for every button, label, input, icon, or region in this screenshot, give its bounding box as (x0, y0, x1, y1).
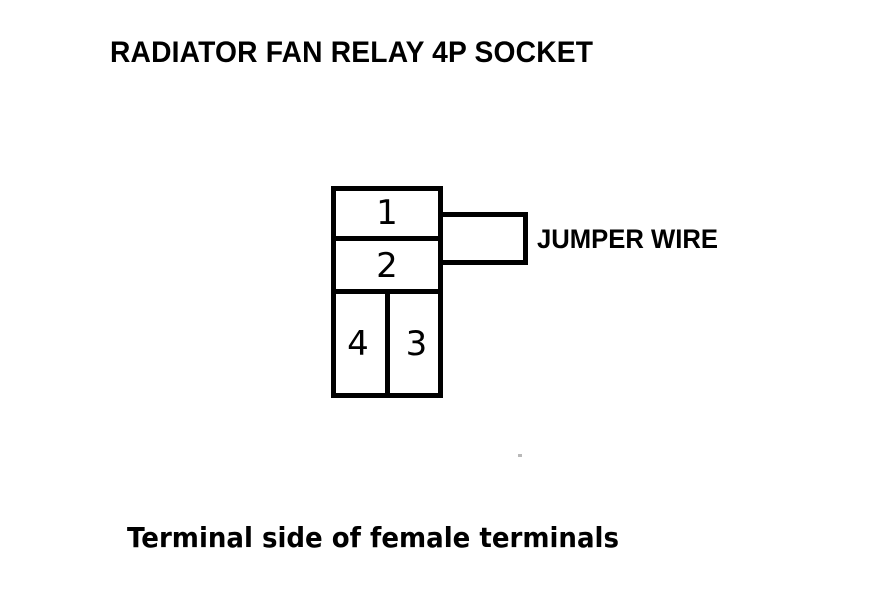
jumper-wire-shape (443, 212, 528, 265)
scan-artifact-speck (518, 454, 522, 457)
socket-divider-pin4-pin3 (385, 289, 390, 398)
jumper-wire-label: JUMPER WIRE (537, 224, 719, 254)
terminal-number-3: 3 (405, 324, 428, 364)
diagram-caption: Terminal side of female terminals (127, 521, 619, 554)
page-title: RADIATOR FAN RELAY 4P SOCKET (110, 36, 594, 69)
terminal-number-1: 1 (376, 193, 398, 233)
terminal-number-4: 4 (347, 324, 369, 364)
socket-divider-row1-row2 (331, 236, 443, 241)
terminal-number-2: 2 (376, 246, 398, 286)
